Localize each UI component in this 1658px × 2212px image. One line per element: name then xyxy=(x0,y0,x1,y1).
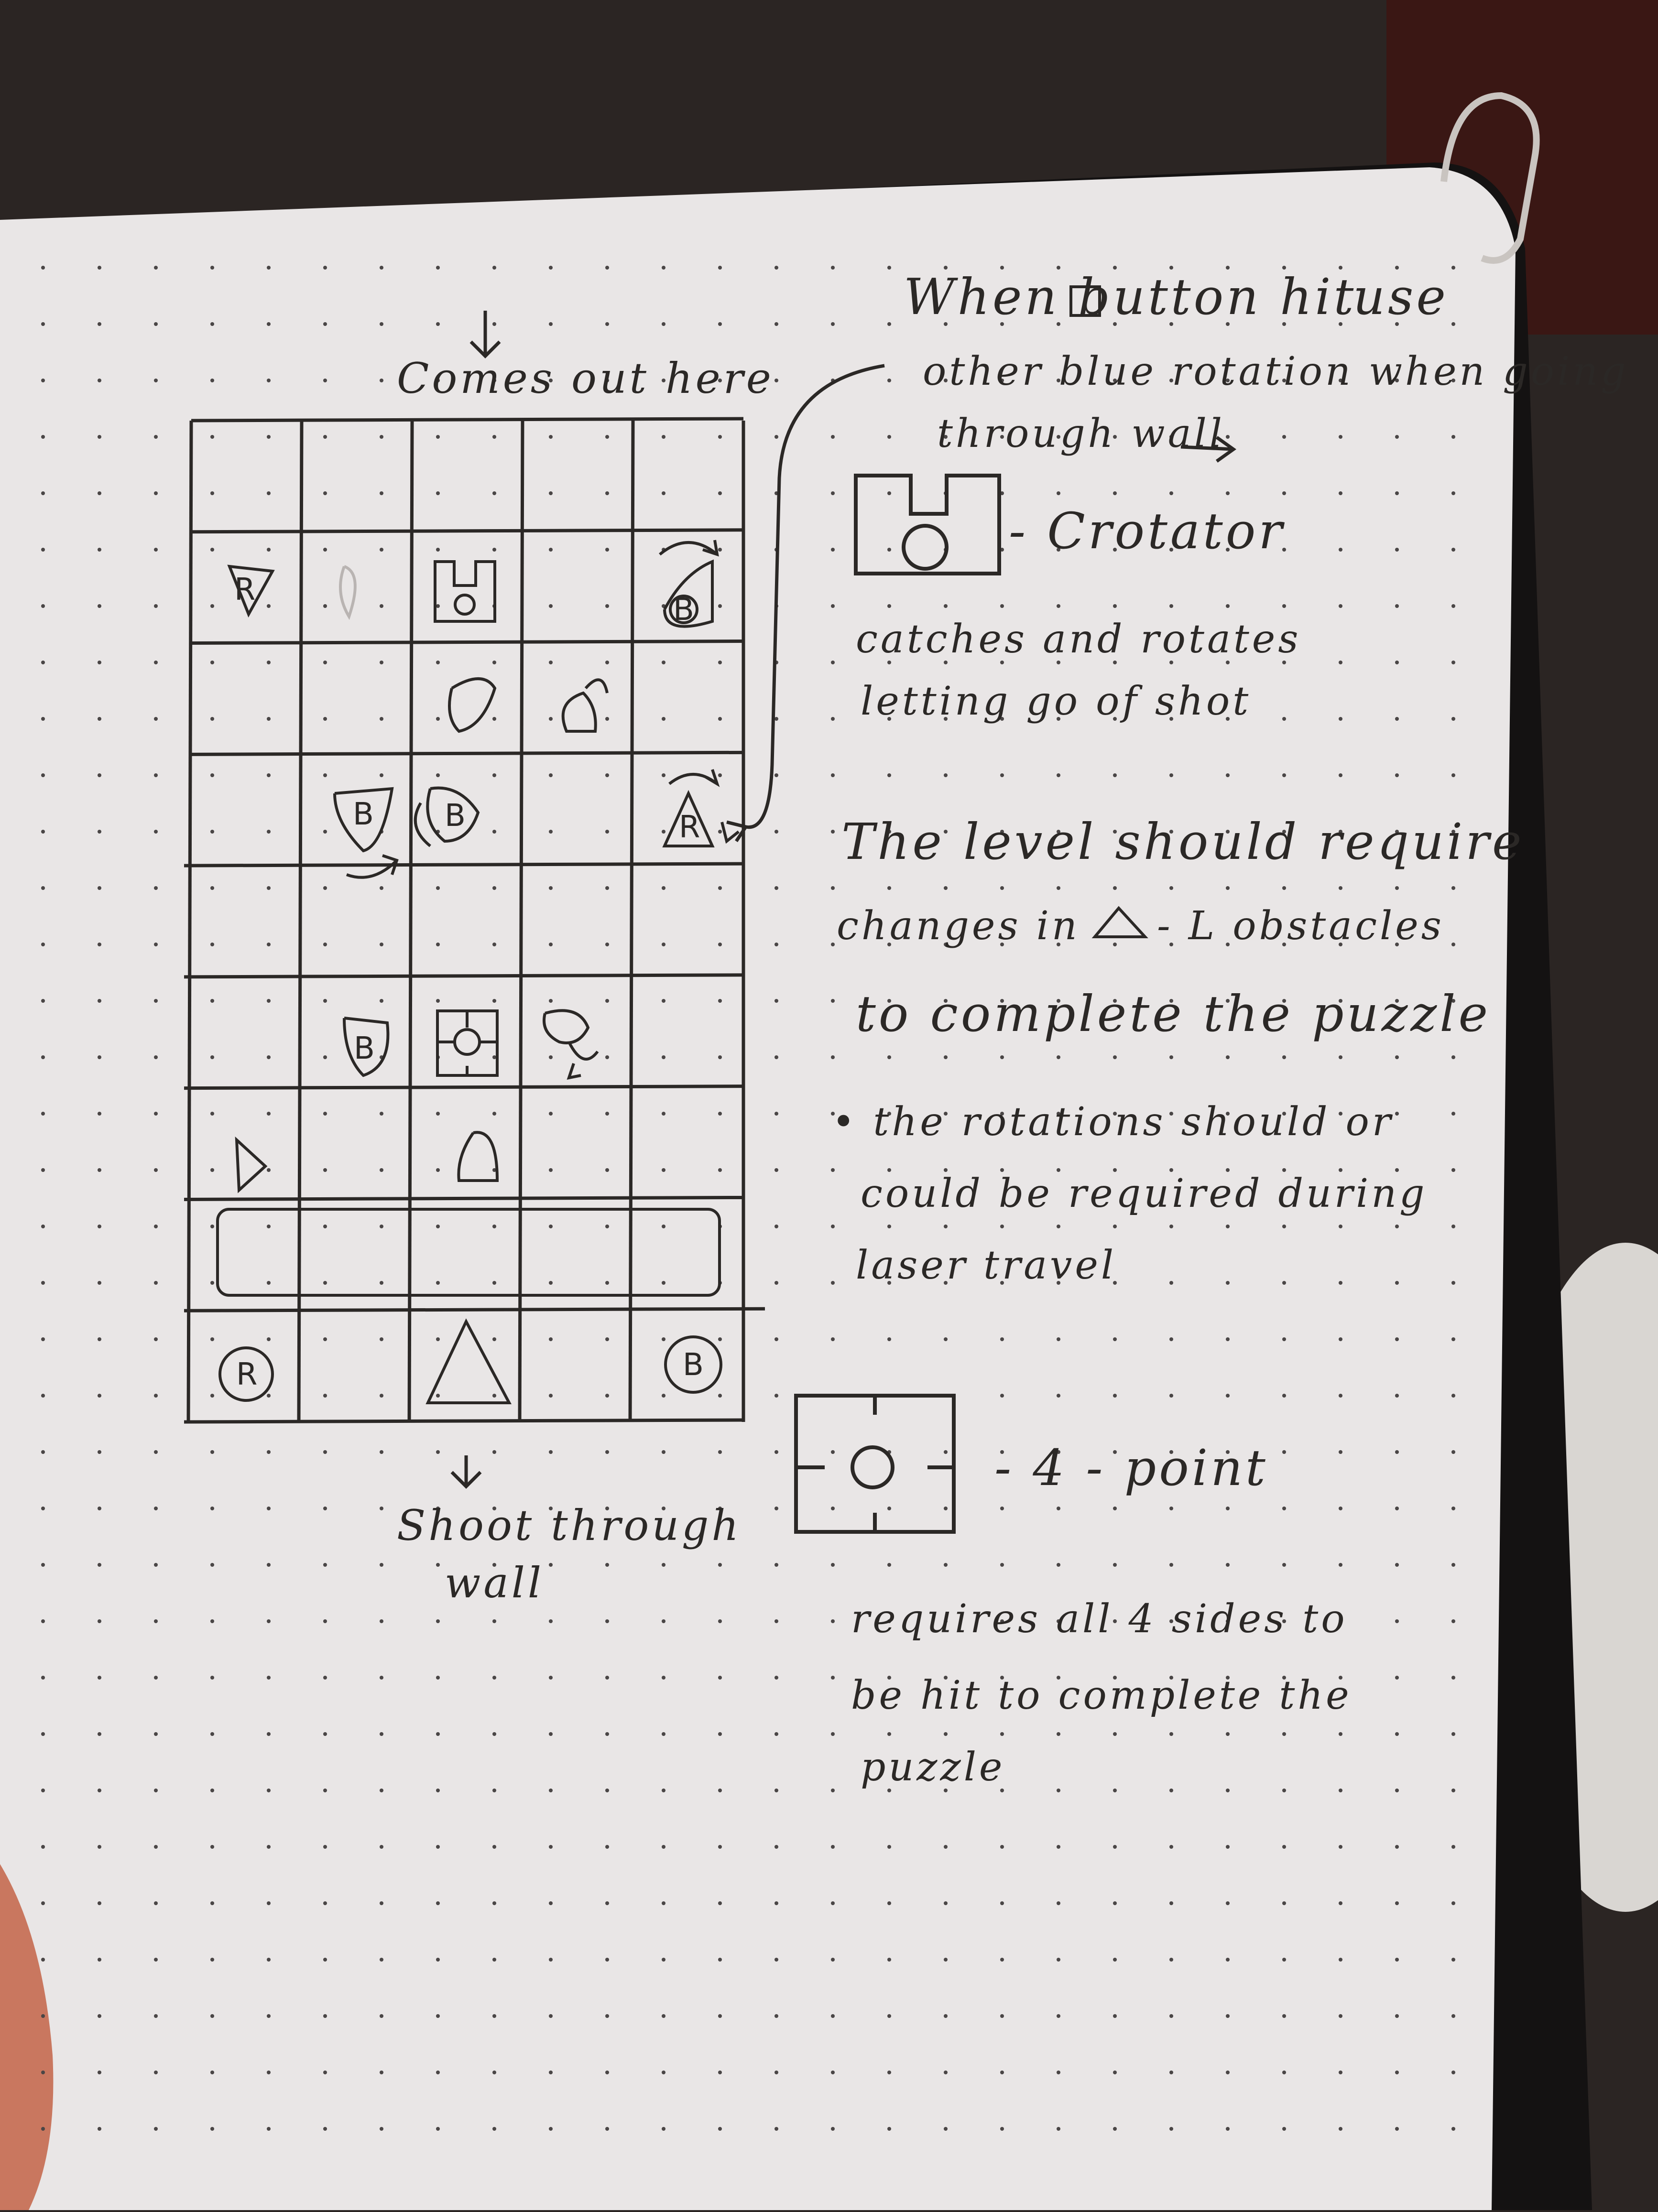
faint-deflector-icon xyxy=(339,565,357,620)
cell-letter-b: B xyxy=(354,1031,375,1066)
triangle-obstacle-icon xyxy=(1091,906,1148,938)
thumb xyxy=(0,1864,54,2210)
grid-row-line xyxy=(184,973,744,979)
button-rule-line1: When button hit xyxy=(904,268,1357,326)
level-line2-a: changes in xyxy=(837,903,1080,949)
grid-top-note: Comes out here xyxy=(397,354,774,403)
level-line2-b: - L obstacles xyxy=(1157,903,1444,949)
four-point-label: - 4 - point xyxy=(994,1439,1268,1497)
cell-letter-r: R xyxy=(679,810,700,845)
laser-source-triangle-icon xyxy=(425,1318,512,1404)
deflector-icon xyxy=(343,1017,390,1077)
level-line1: The level should require xyxy=(841,813,1525,871)
rotate-arrow-icon xyxy=(346,854,399,879)
deflector-icon xyxy=(227,564,275,618)
cell-letter-r: R xyxy=(236,1357,257,1392)
blue-emitter-icon xyxy=(664,1335,722,1394)
grid-bottom-note-line1: Shoot through xyxy=(397,1501,742,1550)
button-rule-line2: other blue rotation when going xyxy=(923,349,1629,394)
rotate-arrow-icon xyxy=(659,540,719,557)
paper-page xyxy=(0,167,1516,2210)
cell-letter-b: B xyxy=(683,1347,704,1383)
arrow-down-top-icon xyxy=(469,311,501,358)
legend-drawings xyxy=(794,285,1148,1534)
grid-row-line xyxy=(191,640,744,645)
rotate-arrow-icon xyxy=(584,678,609,694)
crotator-piece-icon xyxy=(434,560,496,623)
rotate-arrow-icon xyxy=(567,1041,599,1080)
rotation-line1: • the rotations should or xyxy=(832,1099,1394,1145)
grid-pieces xyxy=(216,540,740,1404)
deflector-icon xyxy=(457,1131,499,1182)
cell-letter-b: B xyxy=(353,797,374,832)
grid-row-line xyxy=(191,417,744,423)
cell-letter-b: B xyxy=(445,798,466,834)
four-point-legend-orb-icon xyxy=(851,1445,894,1489)
crotator-desc-line2: letting go of shot xyxy=(861,679,1252,724)
cell-letters: R B B B R B R B xyxy=(234,572,704,1392)
four-point-orb-icon xyxy=(453,1028,481,1056)
button-rule-line3: through wall xyxy=(937,411,1225,456)
grid-column-line xyxy=(518,420,524,1422)
four-point-desc-line1: requires all 4 sides to xyxy=(851,1596,1348,1642)
crotator-legend-orb-icon xyxy=(902,524,949,571)
crotator-desc-line1: catches and rotates xyxy=(856,617,1301,662)
four-point-desc-line3: puzzle xyxy=(861,1745,1005,1790)
level-grid xyxy=(184,417,765,1424)
grid-column-line xyxy=(407,420,414,1422)
grid-column-line xyxy=(628,420,635,1422)
rotation-line2: could be required during xyxy=(861,1171,1428,1216)
grid-bottom-note-line2: wall xyxy=(445,1558,545,1607)
grid-row-line xyxy=(184,1195,744,1201)
rotate-arrow-icon xyxy=(668,769,720,787)
grid-row-line xyxy=(184,862,744,867)
cell-letter-r: R xyxy=(234,572,255,607)
deflector-icon xyxy=(543,1009,590,1044)
rotate-arrow-icon xyxy=(414,802,431,847)
button-rule-line1-end: use xyxy=(1353,268,1449,326)
binder-ring xyxy=(1440,92,1540,264)
crotator-orb-icon xyxy=(454,594,476,616)
deflector-icon xyxy=(235,1136,268,1193)
grid-arrows xyxy=(450,311,1237,1489)
rotator-piece-icon xyxy=(333,787,394,853)
level-line3: to complete the puzzle xyxy=(856,985,1491,1043)
grid-column-line xyxy=(297,420,304,1422)
arrow-down-bottom-icon xyxy=(450,1455,482,1489)
button-r-icon xyxy=(1069,285,1101,317)
wall-piece-icon xyxy=(216,1208,721,1297)
grid-row-line xyxy=(184,1307,765,1312)
rotate-arrow-icon xyxy=(720,822,740,844)
grid-column-line xyxy=(186,420,193,1422)
cell-letter-b: B xyxy=(673,592,694,628)
crotator-label: - Crotator xyxy=(1009,502,1286,560)
b-badge-icon xyxy=(669,595,698,624)
connector-arrow-icon xyxy=(726,364,885,842)
crotator-legend-icon xyxy=(854,474,1001,575)
deflector-icon xyxy=(448,677,497,733)
rotator-piece-icon xyxy=(426,786,480,843)
grid-row-line xyxy=(191,528,744,534)
arrow-right-icon xyxy=(1180,436,1237,463)
rotation-line3: laser travel xyxy=(856,1243,1117,1288)
four-point-desc-line2: be hit to complete the xyxy=(851,1673,1352,1718)
rotator-piece-icon xyxy=(662,790,715,847)
deflector-icon xyxy=(561,691,597,733)
red-emitter-icon xyxy=(218,1346,274,1402)
rotator-piece-icon xyxy=(663,559,714,628)
grid-row-line xyxy=(191,750,744,756)
grid-row-line xyxy=(184,1418,744,1424)
grid-row-line xyxy=(184,1084,744,1090)
